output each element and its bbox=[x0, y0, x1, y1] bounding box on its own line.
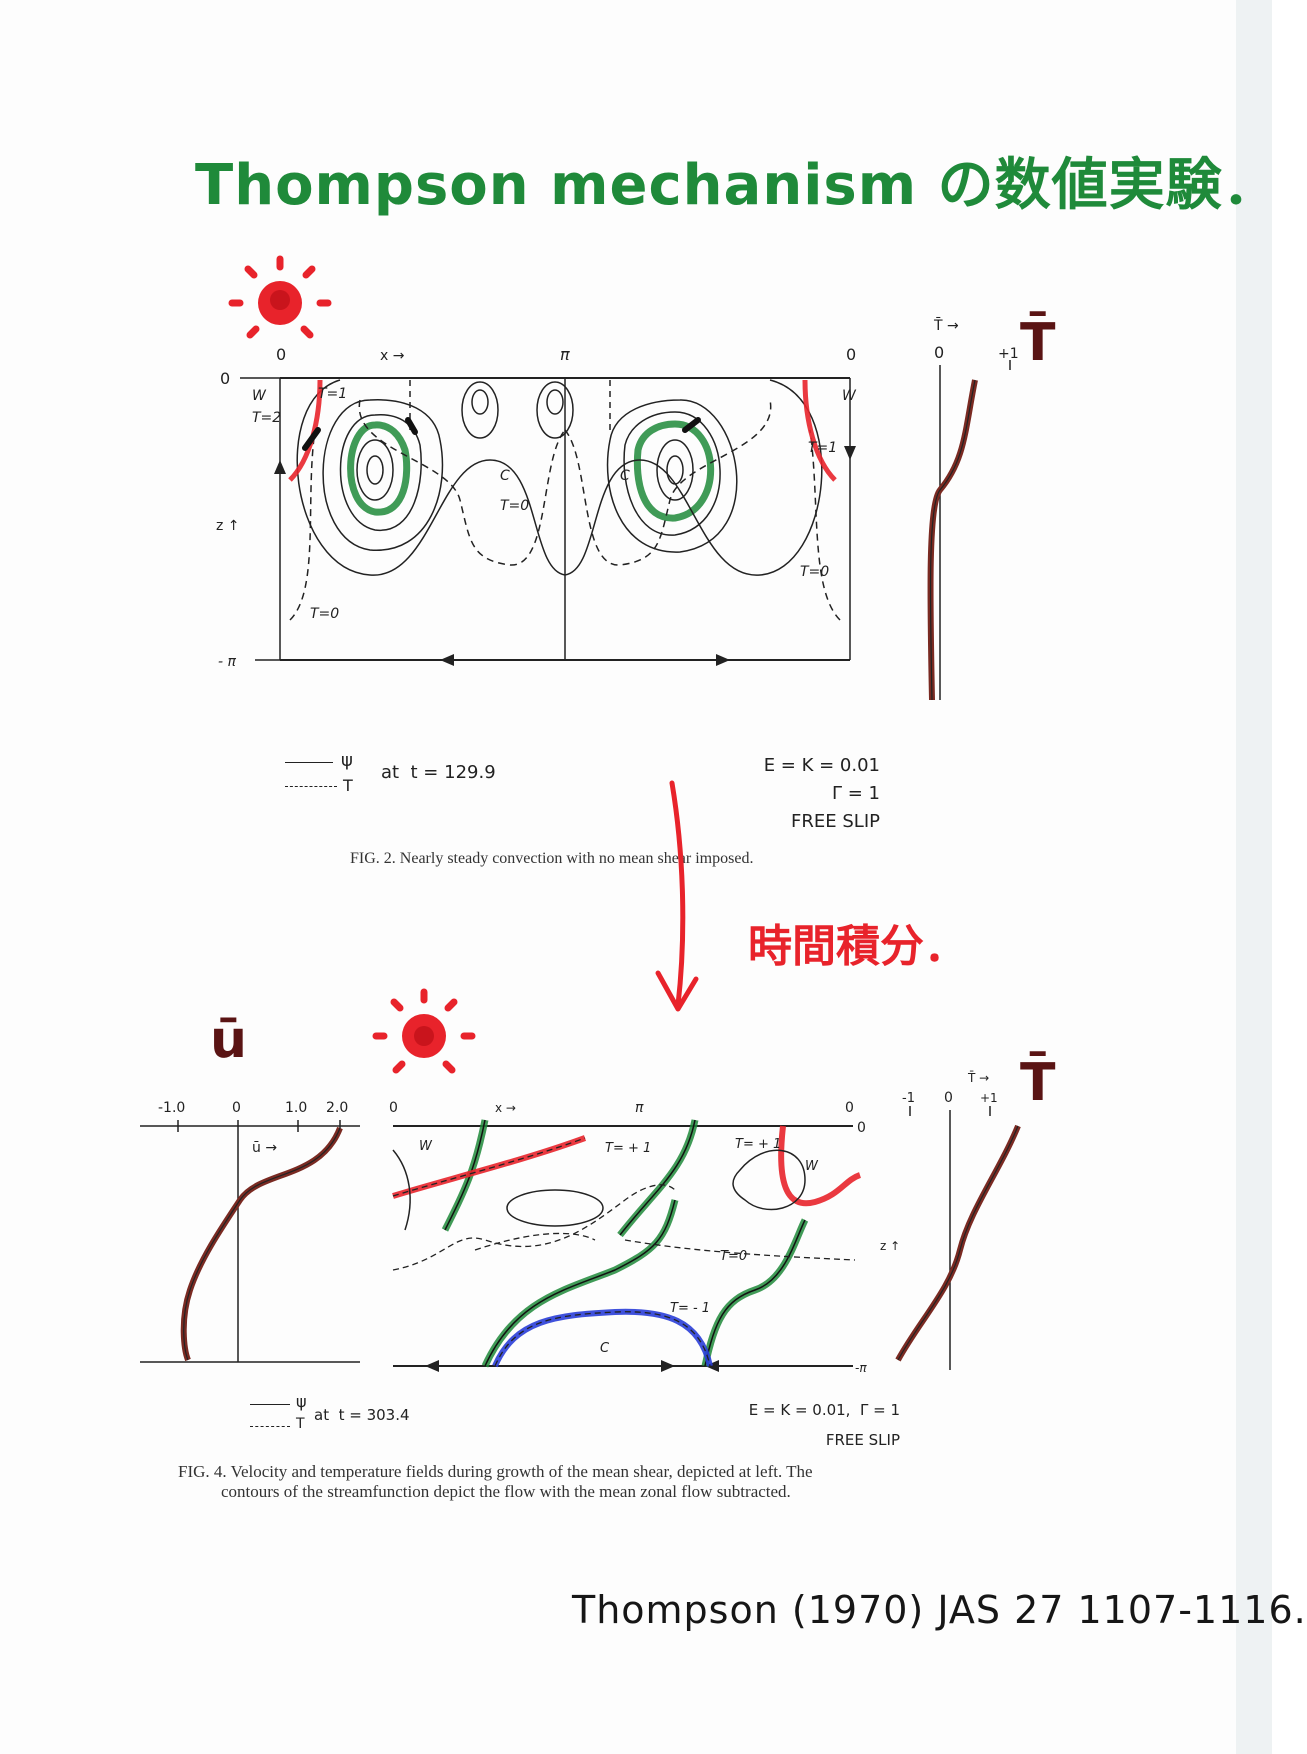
fig2-legend: ψ T at t = 129.9 bbox=[285, 750, 545, 800]
fig4-tick-zmpi: -π bbox=[855, 1361, 867, 1375]
fig2-profile-tick1: +1 bbox=[998, 346, 1019, 362]
fig4-param-ek: E = K = 0.01, Γ = 1 bbox=[748, 1401, 900, 1419]
page-title: Thompson mechanism の数値実験． bbox=[195, 153, 1280, 218]
fig2-legend-psi: ψ bbox=[341, 750, 353, 771]
fig4-legend-time: at t = 303.4 bbox=[314, 1406, 410, 1424]
fig2-label-W-left: W bbox=[252, 388, 267, 404]
fig2-x-axis-label: x → bbox=[380, 348, 405, 364]
fig4-u-big-label: ū bbox=[210, 1010, 248, 1070]
fig4-T-profile-label: T̄ → bbox=[967, 1071, 989, 1085]
fig2-profile-big-label: T̄ bbox=[1020, 311, 1056, 373]
fig4-label-W-right: W bbox=[805, 1159, 819, 1174]
fig4-label-W-left: W bbox=[419, 1139, 433, 1154]
fig2-param-gamma: Γ = 1 bbox=[831, 783, 880, 804]
time-integration-annotation: 時間積分． bbox=[748, 921, 968, 972]
fig2-tick-x0: 0 bbox=[276, 345, 286, 364]
sun-icon bbox=[372, 988, 476, 1074]
fig4-u-profile-label: ū → bbox=[252, 1140, 277, 1156]
fig4-legend: ψ T at t = 303.4 bbox=[250, 1392, 470, 1442]
fig4-parameters: E = K = 0.01, Γ = 1 FREE SLIP bbox=[700, 1395, 900, 1455]
fig4-u-tick-m1: -1.0 bbox=[158, 1100, 185, 1116]
fig2-caption: FIG. 2. Nearly steady convection with no… bbox=[350, 850, 754, 867]
fig4-label-T0: T=0 bbox=[720, 1249, 747, 1264]
fig2-profile-label: T̄ → bbox=[933, 316, 959, 334]
scanned-page: Thompson mechanism の数値実験． bbox=[140, 0, 1306, 1754]
fig4-label-C: C bbox=[600, 1341, 610, 1356]
fig4-streamfunction-diagram: 0 x → π 0 0 -π W W T= + 1 T= + 1 T=0 T= … bbox=[389, 1100, 867, 1375]
fig4-mean-temperature-profile: T̄ → -1 0 +1 z ↑ T̄ bbox=[880, 1051, 1056, 1370]
fig2-mean-temperature-profile: T̄ → 0 +1 T̄ bbox=[927, 311, 1056, 701]
fig4-mean-zonal-wind-profile: -1.0 0 1.0 2.0 ū → bbox=[140, 1100, 360, 1363]
fig2-tick-xpi: π bbox=[560, 345, 570, 364]
fig4-param-slip: FREE SLIP bbox=[825, 1431, 900, 1449]
fig2-z-axis-label: z ↑ bbox=[216, 518, 240, 534]
fig4-tick-z0: 0 bbox=[857, 1120, 866, 1136]
fig4-caption-line1: FIG. 4. Velocity and temperature fields … bbox=[178, 1462, 813, 1481]
fig4-label-Tp1-right: T= + 1 bbox=[735, 1137, 781, 1152]
fig2-param-ek: E = K = 0.01 bbox=[763, 755, 880, 776]
page-edge bbox=[1236, 0, 1272, 1754]
fig4-legend-T: T bbox=[296, 1416, 305, 1432]
fig2-tick-zmpi: - π bbox=[218, 654, 237, 670]
fig4-label-Tm1: T= - 1 bbox=[670, 1301, 710, 1316]
fig2-label-W-right: W bbox=[842, 388, 857, 404]
fig2-label-T0-center: T=0 bbox=[500, 498, 529, 514]
fig2-tick-x0b: 0 bbox=[846, 345, 856, 364]
fig4-label-Tp1-left: T= + 1 bbox=[605, 1141, 651, 1156]
fig4-T-tick-0: 0 bbox=[944, 1090, 953, 1106]
fig2-label-T0-left: T=0 bbox=[310, 606, 339, 622]
fig2-profile-tick0: 0 bbox=[934, 343, 944, 362]
fig4-T-tick-m1: -1 bbox=[902, 1091, 915, 1106]
fig2-label-C-right: C bbox=[620, 468, 630, 484]
time-integration-arrow bbox=[655, 780, 699, 1012]
fig4-z-axis-label: z ↑ bbox=[880, 1239, 900, 1253]
fig4-tick-x0: 0 bbox=[389, 1100, 398, 1116]
fig2-param-slip: FREE SLIP bbox=[791, 811, 880, 832]
fig4-tick-x0b: 0 bbox=[845, 1100, 854, 1116]
sun-icon bbox=[228, 255, 332, 339]
fig2-legend-time: at t = 129.9 bbox=[381, 762, 496, 783]
fig4-caption: FIG. 4. Velocity and temperature fields … bbox=[178, 1462, 1058, 1502]
fig2-tick-z0: 0 bbox=[220, 369, 230, 388]
fig4-T-big-label: T̄ bbox=[1020, 1051, 1056, 1113]
fig4-legend-psi: ψ bbox=[296, 1392, 307, 1411]
fig2-streamfunction-diagram: x → 0 π 0 0 - π z ↑ W W T=2 T=1 T=1 C C … bbox=[216, 345, 857, 670]
fig4-x-axis-label: x → bbox=[495, 1101, 516, 1115]
fig4-u-tick-0: 0 bbox=[232, 1100, 241, 1116]
fig4-u-tick-1: 1.0 bbox=[285, 1100, 307, 1116]
fig2-label-T0-right: T=0 bbox=[800, 564, 829, 580]
fig4-u-tick-2: 2.0 bbox=[326, 1100, 348, 1116]
fig4-tick-xpi: π bbox=[635, 1100, 644, 1116]
fig2-legend-T: T bbox=[343, 776, 353, 795]
reference-citation: Thompson (1970) JAS 27 1107-1116. bbox=[572, 1588, 1307, 1632]
fig4-T-tick-p1: +1 bbox=[980, 1091, 998, 1105]
fig2-label-C-left: C bbox=[500, 468, 510, 484]
fig2-label-T2: T=2 bbox=[252, 410, 281, 426]
fig2-parameters: E = K = 0.01 Γ = 1 FREE SLIP bbox=[700, 752, 880, 836]
fig2-label-T1-right: T=1 bbox=[808, 440, 837, 456]
fig4-caption-line2: contours of the streamfunction depict th… bbox=[221, 1482, 791, 1501]
fig2-label-T1-left: T=1 bbox=[318, 386, 347, 402]
